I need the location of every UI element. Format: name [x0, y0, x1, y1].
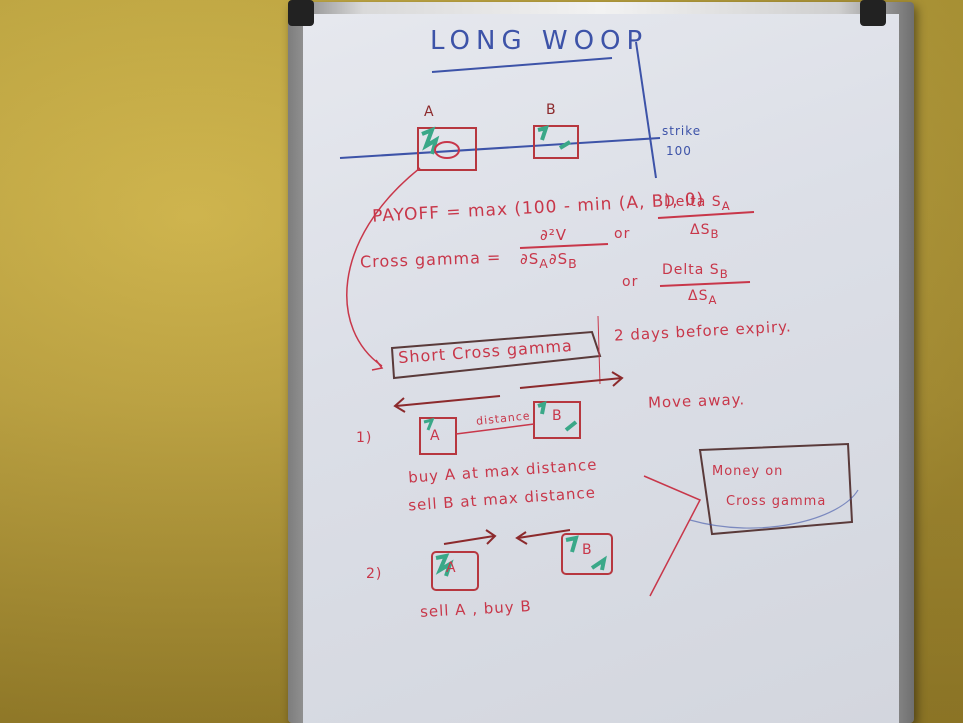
whiteboard-surface: [303, 14, 899, 723]
box-a-step1: [419, 417, 457, 455]
box-a-top-mark: [434, 141, 460, 159]
box-b-top: [533, 125, 579, 159]
title-underline: [431, 57, 613, 73]
delta-denominator-1: ΔSB: [690, 222, 719, 241]
arrow-left-1: [395, 395, 501, 407]
label-a-step1: A: [430, 428, 441, 444]
delta-den-2-text: ΔS: [688, 288, 709, 304]
delta-numerator-2: Delta SB: [662, 262, 729, 281]
arrow-left-2: [517, 529, 571, 539]
arrow-right-1: [519, 377, 623, 389]
delta-den-1-text: ΔS: [690, 222, 711, 238]
distance-line: [455, 423, 535, 435]
delta-den-2-sub: A: [708, 292, 718, 307]
board-title: LONG WOOP: [430, 26, 649, 56]
box-a-step2: [431, 551, 479, 591]
money-box: [698, 442, 854, 536]
partial-numerator: ∂²V: [540, 226, 568, 244]
curved-arrow: [346, 167, 421, 367]
delta-fraction-bar-2: [659, 281, 751, 287]
cross-gamma-text: Cross gamma: [726, 494, 827, 509]
box-b-top-shading: [537, 125, 572, 150]
step-1-marker: 1): [356, 430, 373, 446]
label-a-top: A: [424, 104, 435, 120]
board-corner-top-right: [860, 0, 886, 26]
label-b-step2: B: [582, 542, 593, 558]
label-b-top: B: [546, 102, 557, 118]
partial-sub-b: B: [568, 256, 578, 271]
partial-den-ds-b: ∂S: [548, 250, 569, 268]
delta-num-1-sub: A: [721, 198, 731, 213]
or-text-2: or: [622, 274, 639, 290]
label-b-step1: B: [552, 408, 563, 424]
delta-num-2-text: Delta S: [662, 262, 720, 278]
box-a-top: [417, 127, 477, 171]
delta-num-1-text: Delta S: [664, 194, 722, 210]
arrow-right-2: [443, 535, 495, 545]
strike-label: strike: [662, 124, 702, 138]
short-box-tick: [597, 315, 601, 385]
short-cross-gamma-box: [390, 330, 602, 380]
or-text-1: or: [614, 226, 631, 242]
delta-fraction-bar-1: [657, 211, 755, 219]
step-2-marker: 2): [366, 566, 383, 582]
strike-vertical-line: [635, 41, 657, 179]
money-on-text: Money on: [712, 464, 784, 479]
strike-value: 100: [666, 144, 692, 158]
price-axis-line: [339, 137, 661, 159]
delta-num-2-sub: B: [719, 266, 729, 281]
delta-numerator-1: Delta SA: [664, 194, 731, 213]
bracket-to-money: [643, 475, 702, 597]
label-a-step2: A: [446, 560, 457, 576]
delta-den-1-sub: B: [710, 226, 720, 241]
board-corner-top-left: [288, 0, 314, 26]
box-b-step2: [561, 533, 613, 575]
partial-denominator: ∂SA∂SB: [520, 250, 578, 271]
partial-fraction-bar: [519, 243, 609, 249]
box-b-step1: [533, 401, 581, 439]
partial-sub-a: A: [539, 256, 549, 271]
box-a-top-shading: [421, 126, 440, 155]
move-away-text: Move away.: [647, 390, 746, 412]
partial-den-ds-a: ∂S: [520, 250, 540, 268]
delta-denominator-2: ΔSA: [688, 288, 717, 307]
